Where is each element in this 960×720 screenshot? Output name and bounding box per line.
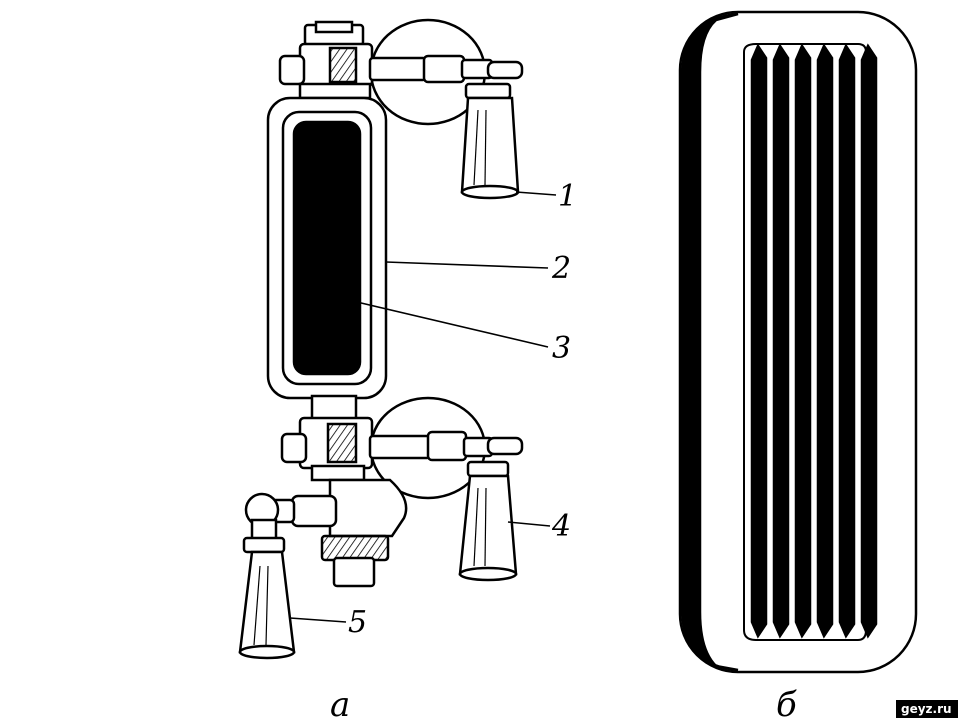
leader-line-1 xyxy=(515,191,557,196)
top-valve-body xyxy=(278,20,524,100)
caption-b: б xyxy=(776,685,797,720)
bottom-cock-handle xyxy=(458,460,518,582)
top-cock-handle xyxy=(460,82,520,200)
label-1: 1 xyxy=(558,179,577,214)
reflex-glass-grooves xyxy=(743,43,878,641)
watermark-text: geyz.ru xyxy=(901,702,952,716)
reflex-glass-shadow-edge xyxy=(680,12,739,672)
gauge-glass-housing xyxy=(266,96,388,400)
label-3: 3 xyxy=(552,331,571,366)
label-2: 2 xyxy=(551,251,571,286)
bottom-valve-body xyxy=(280,394,524,482)
groove xyxy=(860,43,878,639)
groove xyxy=(794,43,812,639)
groove-frame xyxy=(743,43,867,641)
caption-a: а xyxy=(330,685,350,720)
figure-b-reflex-glass xyxy=(678,10,918,674)
groove xyxy=(838,43,856,639)
watermark-badge xyxy=(896,700,958,718)
leader-line-5 xyxy=(289,617,347,623)
leader-line-2 xyxy=(385,261,549,269)
leader-lines xyxy=(289,191,557,623)
label-4: 4 xyxy=(551,509,571,544)
leader-line-3 xyxy=(339,297,549,348)
groove xyxy=(816,43,834,639)
leader-line-4 xyxy=(507,521,551,527)
groove xyxy=(750,43,768,639)
drain-cock-handle xyxy=(238,492,296,660)
groove xyxy=(772,43,790,639)
figure-a-water-gauge xyxy=(238,18,557,660)
label-5: 5 xyxy=(348,605,367,640)
drain-valve-body xyxy=(258,478,408,588)
